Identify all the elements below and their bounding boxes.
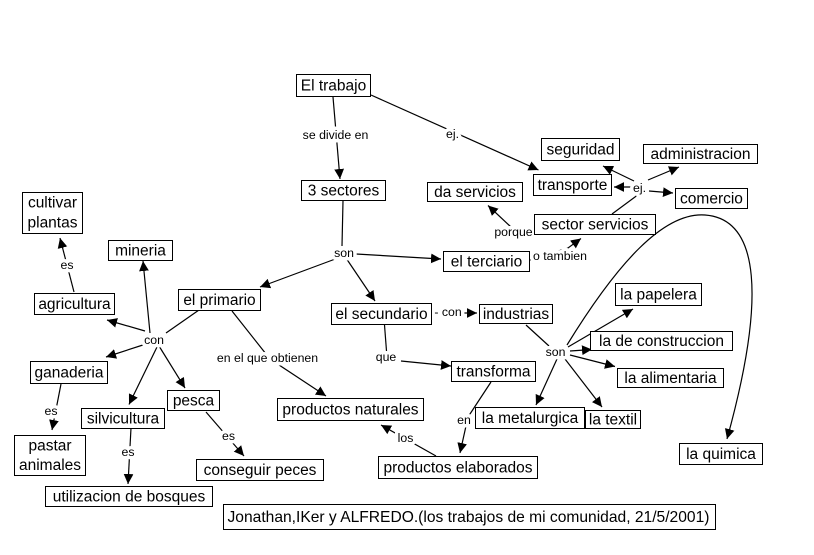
svg-text:productos naturales: productos naturales <box>282 402 418 419</box>
svg-text:el terciario: el terciario <box>451 254 523 271</box>
svg-text:son: son <box>546 345 566 359</box>
svg-text:administracion: administracion <box>651 146 751 163</box>
svg-text:silvicultura: silvicultura <box>87 411 160 428</box>
svg-text:comercio: comercio <box>680 191 743 208</box>
svg-text:la quimica: la quimica <box>686 446 756 463</box>
svg-text:los: los <box>398 431 414 445</box>
svg-text:porque: porque <box>494 225 532 239</box>
svg-text:es: es <box>122 445 135 459</box>
svg-text:sector servicios: sector servicios <box>542 217 649 234</box>
svg-text:cultivar: cultivar <box>28 195 77 212</box>
svg-text:la textil: la textil <box>589 412 637 429</box>
svg-text:el secundario: el secundario <box>335 306 427 323</box>
svg-text:transforma: transforma <box>456 364 530 381</box>
svg-text:Jonathan,IKer y ALFREDO.(los t: Jonathan,IKer y ALFREDO.(los trabajos de… <box>228 509 710 526</box>
svg-text:- con: - con <box>434 305 461 319</box>
svg-text:o tambien: o tambien <box>533 249 587 263</box>
svg-text:se divide en: se divide en <box>303 128 369 142</box>
svg-text:con: con <box>144 333 164 347</box>
svg-text:es: es <box>222 429 235 443</box>
svg-text:en: en <box>457 413 471 427</box>
svg-text:la de construccion: la de construccion <box>599 333 724 350</box>
svg-text:utilizacion de bosques: utilizacion de bosques <box>53 489 206 506</box>
svg-text:animales: animales <box>19 457 81 474</box>
svg-text:conseguir peces: conseguir peces <box>204 462 317 479</box>
svg-text:seguridad: seguridad <box>546 142 614 159</box>
svg-text:pesca: pesca <box>173 393 215 410</box>
svg-text:la metalurgica: la metalurgica <box>482 410 579 427</box>
svg-text:que: que <box>376 350 397 364</box>
svg-text:agricultura: agricultura <box>38 296 111 313</box>
svg-text:3 sectores: 3 sectores <box>308 183 380 200</box>
svg-text:la papelera: la papelera <box>620 287 697 304</box>
svg-text:da servicios: da servicios <box>434 184 516 201</box>
svg-text:productos elaborados: productos elaborados <box>383 460 532 477</box>
svg-text:industrias: industrias <box>483 306 550 323</box>
svg-text:el primario: el primario <box>183 292 255 309</box>
svg-text:son: son <box>334 246 354 260</box>
svg-text:El trabajo: El trabajo <box>301 78 366 95</box>
svg-text:plantas: plantas <box>28 215 78 232</box>
svg-text:ganaderia: ganaderia <box>35 365 104 382</box>
svg-text:la alimentaria: la alimentaria <box>624 370 717 387</box>
svg-text:pastar: pastar <box>28 437 71 454</box>
svg-text:es: es <box>45 404 58 418</box>
svg-text:es: es <box>61 258 74 272</box>
svg-text:transporte: transporte <box>538 177 608 194</box>
svg-text:ej.: ej. <box>446 127 459 141</box>
svg-text:ej.: ej. <box>633 181 646 195</box>
svg-text:mineria: mineria <box>115 243 166 260</box>
svg-text:en el que obtienen: en el que obtienen <box>217 351 318 365</box>
